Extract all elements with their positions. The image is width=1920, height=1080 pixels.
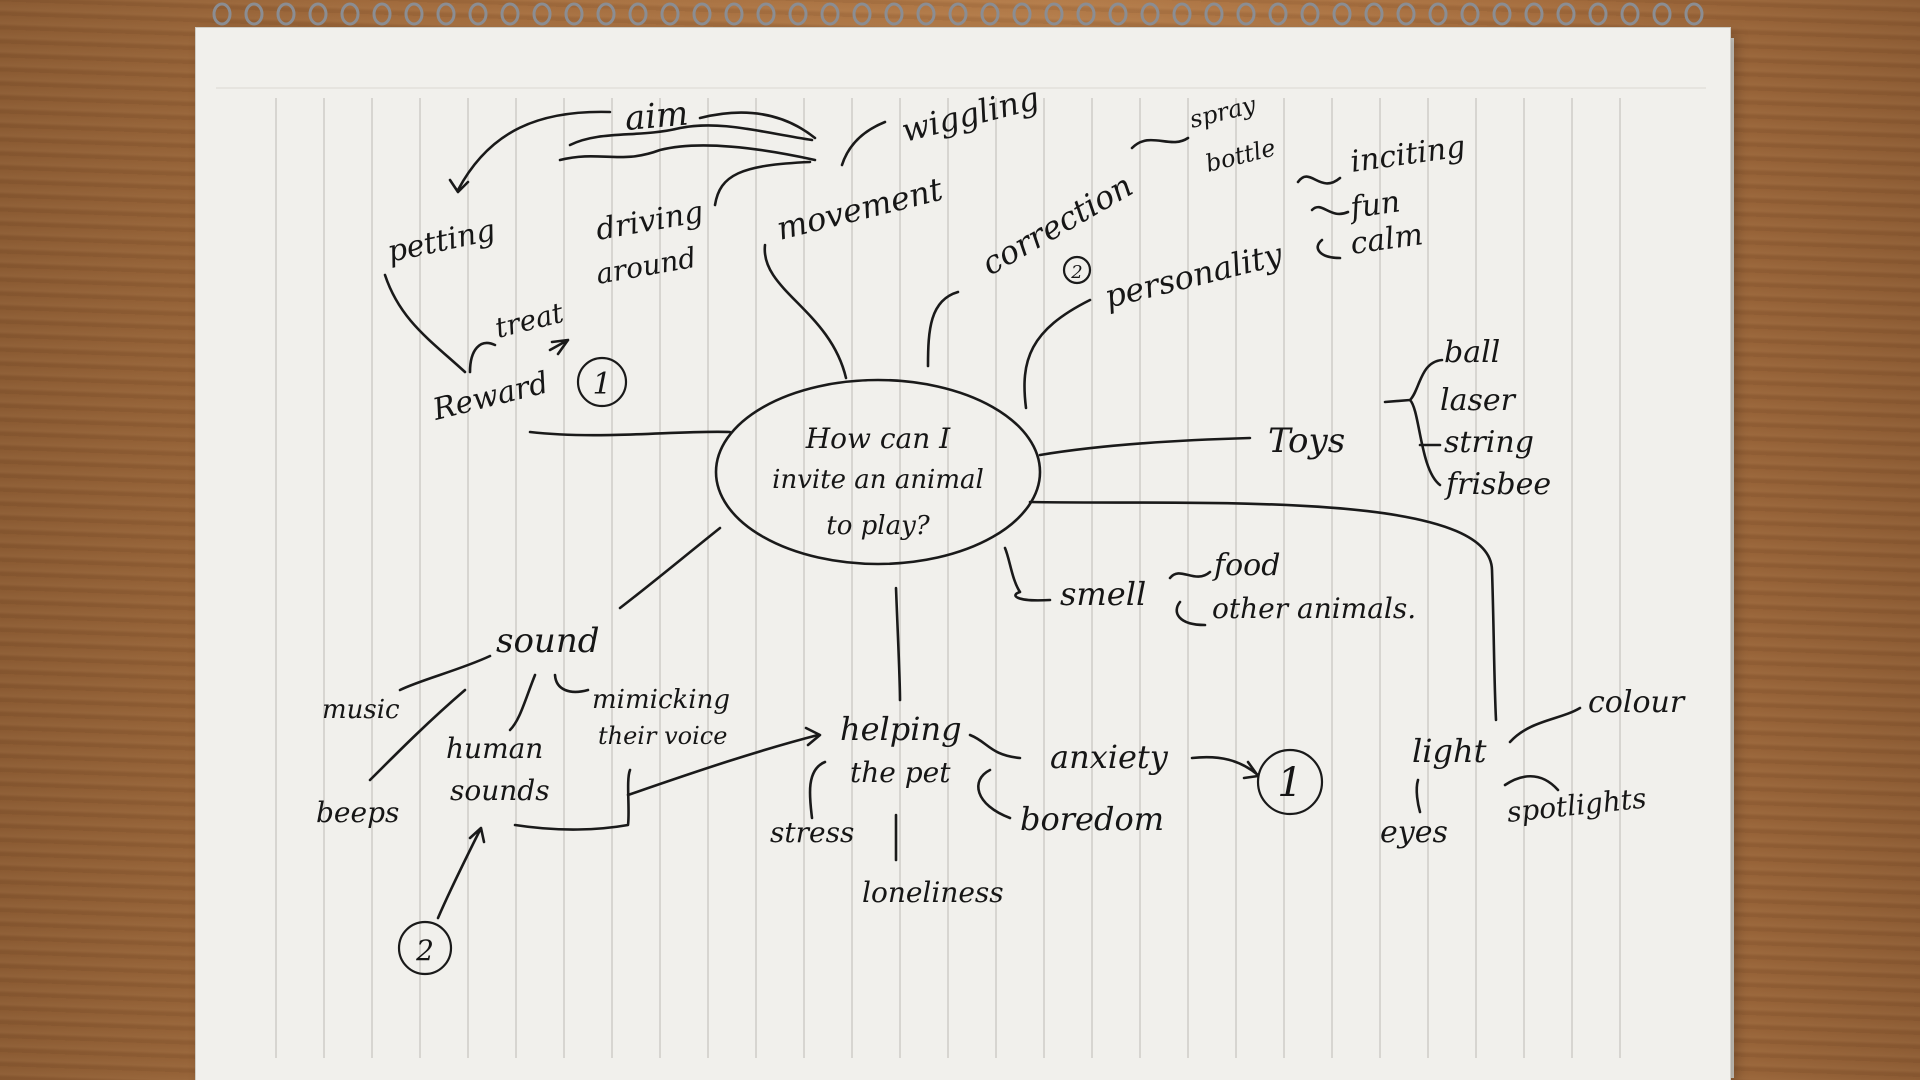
label-food: food (1212, 548, 1280, 583)
connector-spray-bottle (1130, 136, 1190, 150)
badge-circle-sounds (397, 920, 453, 976)
label-wiggling: wiggling (898, 79, 1043, 150)
label-other-animals: other animals. (1212, 592, 1416, 625)
notebook (196, 2, 1734, 1080)
aim-squiggle-3 (698, 111, 817, 140)
label-treat: treat (492, 296, 568, 345)
connector-petting (383, 273, 467, 374)
connector-inciting (1296, 175, 1342, 185)
label-human: human (446, 732, 543, 765)
connector-anxiety (968, 733, 1022, 760)
connector-beeps (368, 688, 467, 782)
label-mimicking: mimicking (592, 685, 730, 715)
connector-helping (894, 586, 902, 702)
connector-music (398, 654, 492, 692)
connector-food (1168, 570, 1212, 580)
badge-circle-anxiety (1256, 748, 1324, 816)
label-sounds: sounds (450, 774, 550, 807)
connector-lines (368, 110, 1582, 920)
badge-sounds: 2 (415, 934, 434, 967)
label-toys: Toys (1268, 421, 1345, 461)
label-ball: ball (1444, 335, 1500, 370)
badge-anxiety: 1 (1277, 760, 1302, 806)
label-bottle: bottle (1203, 133, 1279, 177)
label-smell: smell (1060, 575, 1146, 613)
connector-personality (1023, 298, 1092, 410)
label-driving: driving (593, 195, 706, 248)
connector-eyes (1415, 778, 1422, 814)
connector-other-animals (1175, 600, 1207, 627)
center-line-2: invite an animal (772, 465, 984, 495)
connector-stress (808, 760, 827, 820)
arrow-badge-to-sounds (436, 826, 486, 920)
label-loneliness: loneliness (862, 876, 1004, 909)
connector-smell (1003, 546, 1052, 602)
label-laser: laser (1440, 383, 1517, 418)
ruled-lines (216, 87, 1706, 1058)
label-beeps: beeps (316, 796, 399, 829)
connector-movement (763, 243, 848, 380)
arrow-aim-petting (448, 110, 612, 194)
label-the-pet: the pet (850, 756, 951, 789)
connector-spotlights (1503, 775, 1560, 792)
connector-human-sounds (508, 673, 537, 732)
label-stress: stress (770, 816, 854, 849)
label-petting: petting (384, 213, 498, 270)
aim-squiggle-2 (568, 124, 814, 147)
label-aim: aim (623, 94, 690, 139)
spiral-binding (212, 2, 1704, 26)
arrow-treat-badge (548, 338, 570, 356)
center-bubble (714, 378, 1042, 566)
badge-circle-reward (576, 356, 628, 408)
label-frisbee: frisbee (1444, 467, 1551, 502)
label-correction: correction (975, 166, 1139, 283)
arrow-to-helping (626, 726, 822, 797)
connector-toys (1038, 436, 1252, 457)
label-helping: helping (840, 710, 962, 748)
label-colour: colour (1588, 685, 1686, 720)
label-music: music (322, 695, 400, 725)
label-movement: movement (773, 170, 947, 248)
connector-wiggling (840, 120, 887, 167)
connector-treat (468, 341, 497, 374)
connector-reward (528, 430, 732, 437)
label-spray: spray (1187, 90, 1259, 133)
connector-colour (1508, 706, 1582, 744)
badge-circle-correction (1062, 255, 1092, 285)
connector-mimicking (553, 673, 590, 694)
connector-calm (1316, 238, 1342, 260)
label-fun: fun (1346, 184, 1402, 226)
connector-boredom (977, 768, 1012, 820)
aim-squiggle-1 (558, 144, 817, 162)
label-string: string (1444, 425, 1534, 460)
center-line-3: to play? (826, 511, 931, 541)
label-their-voice: their voice (598, 722, 727, 750)
connector-light (1028, 500, 1498, 722)
badge-correction: 2 (1070, 262, 1082, 283)
label-boredom: boredom (1020, 800, 1164, 838)
center-line-1: How can I (805, 422, 951, 455)
label-spotlights: spotlights (1505, 782, 1648, 829)
notebook-page (196, 28, 1730, 1080)
label-around: around (593, 241, 698, 291)
label-light: light (1412, 732, 1487, 770)
connector-driving (713, 160, 812, 207)
connector-sounds-helping (513, 768, 632, 831)
label-eyes: eyes (1380, 815, 1448, 850)
connector-correction (926, 290, 960, 368)
label-inciting: inciting (1348, 129, 1467, 180)
label-personality: personality (1101, 235, 1287, 316)
toys-brace (1383, 358, 1444, 487)
label-reward: Reward (428, 365, 551, 428)
connector-fun (1310, 205, 1350, 216)
arrow-anxiety-badge (1190, 755, 1260, 780)
label-anxiety: anxiety (1050, 738, 1169, 776)
badge-reward: 1 (592, 367, 611, 402)
connector-sound (618, 526, 722, 610)
label-sound: sound (496, 621, 599, 661)
